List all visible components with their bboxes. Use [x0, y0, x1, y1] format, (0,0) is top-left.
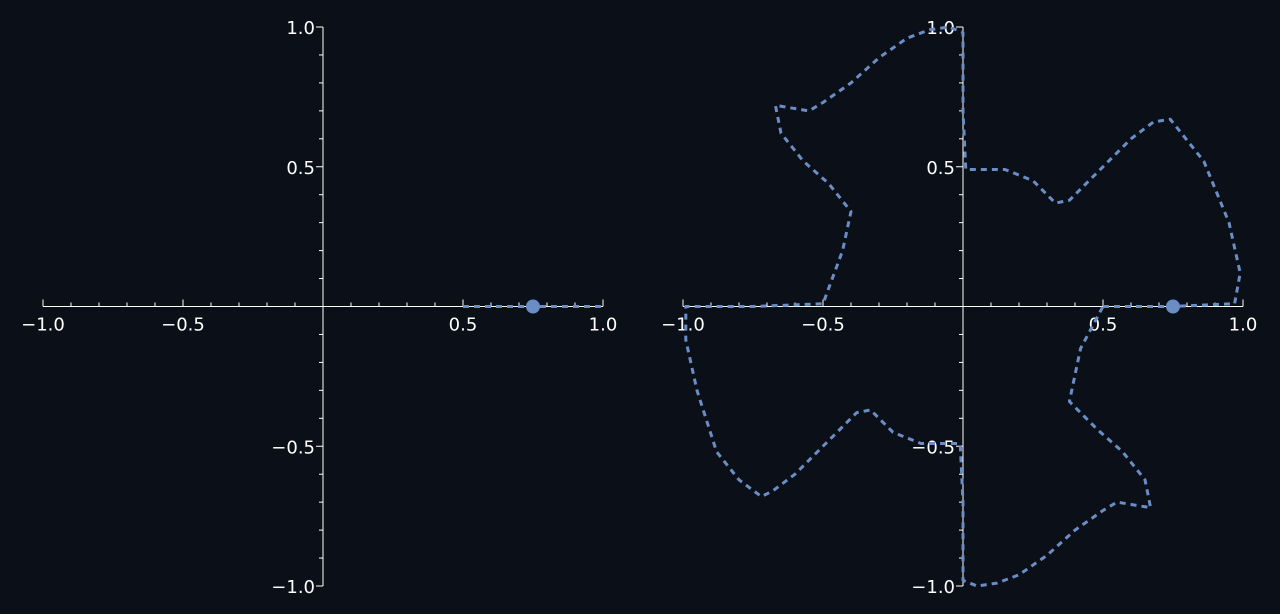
y-tick-label: −0.5	[911, 437, 955, 458]
y-tick-label: 1.0	[286, 18, 315, 39]
right-panel: −1.0−1.0−0.5−0.50.50.51.01.0	[661, 18, 1257, 598]
y-tick-label: −0.5	[271, 437, 315, 458]
y-tick-label: 0.5	[926, 158, 955, 179]
y-tick-label: 0.5	[286, 158, 315, 179]
data-point-marker	[526, 299, 540, 314]
x-tick-label: 0.5	[1089, 315, 1118, 336]
x-tick-label: 0.5	[449, 315, 478, 336]
x-tick-label: −0.5	[801, 315, 845, 336]
x-tick-label: −1.0	[21, 315, 65, 336]
series-line	[684, 25, 1242, 588]
left-panel: −1.0 −1.0 −0.5 −0.5 0.5 0.5 1.0 1.0	[21, 18, 617, 598]
x-tick-label: 1.0	[1229, 315, 1258, 336]
data-point-marker	[1166, 299, 1180, 314]
x-tick-label: −0.5	[161, 315, 205, 336]
y-tick-label: −1.0	[911, 577, 955, 598]
x-tick-label: −1.0	[661, 315, 705, 336]
x-tick-label: 1.0	[589, 315, 618, 336]
y-tick-label: −1.0	[271, 577, 315, 598]
